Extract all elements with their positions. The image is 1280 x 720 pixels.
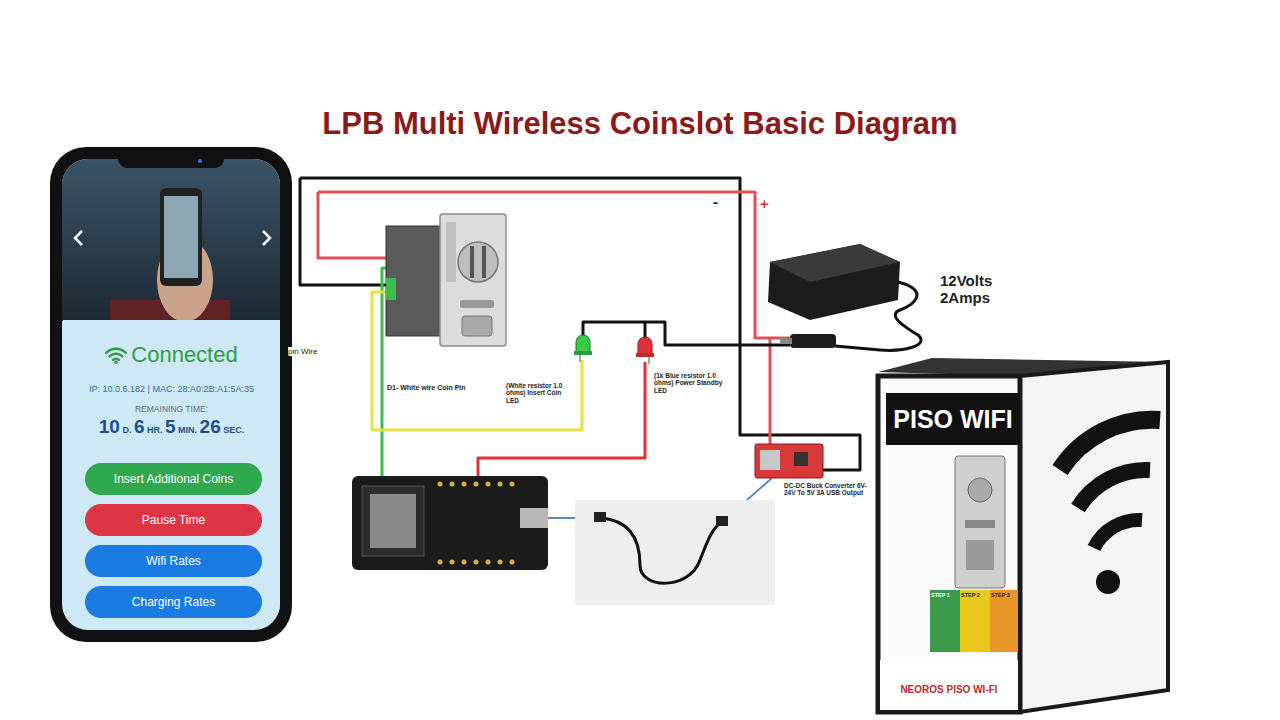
coin-acceptor	[386, 214, 506, 346]
remaining-time: 10 D. 6 HR. 5 MIN. 26 SEC.	[99, 416, 244, 438]
text-row: 10 D. 6 HR. 5 MIN. 26 SEC.	[63, 416, 280, 438]
button-text: Charging Rates	[132, 595, 215, 609]
text-row: Connected	[63, 342, 280, 368]
action-button: Wifi Rates	[85, 545, 262, 577]
polarity-sign: +	[760, 195, 774, 212]
brand-band: PISO WIFI	[886, 393, 1020, 445]
phone-frame	[50, 147, 292, 642]
step-label: STEP 3	[991, 592, 1018, 598]
phone-screen	[62, 159, 280, 630]
wire-note: pin Wire	[288, 347, 332, 356]
power-adapter	[768, 244, 921, 350]
led-note: (White resistor 1.0 ohms) Insert Coin LE…	[506, 382, 574, 404]
wires	[300, 178, 860, 522]
action-button: Pause Time	[85, 504, 262, 536]
led-note: (1k Blue resistor 1.0 ohms) Power Standb…	[654, 372, 724, 394]
brand-text: PISO WIFI	[893, 405, 1012, 434]
polarity-sign: -	[713, 193, 727, 210]
chevron-right	[263, 231, 270, 245]
step-label: STEP 2	[961, 592, 990, 598]
photo-phone	[160, 188, 202, 286]
nodemcu-board	[352, 476, 548, 570]
button-text: Pause Time	[142, 513, 205, 527]
status-panel: ConnectedIP: 10.0.6.182 | MAC: 28:A0:2B:…	[63, 320, 280, 628]
ip-mac-text: IP: 10.0.6.182 | MAC: 28:A0:2B:A1:5A:35	[89, 384, 254, 394]
status-text: Connected	[131, 342, 237, 368]
action-button: Charging Rates	[85, 586, 262, 618]
diagram-title: LPB Multi Wireless Coinslot Basic Diagra…	[0, 106, 1280, 142]
brand-footer: NEOROS PISO WI-FI	[884, 684, 1014, 696]
button-text: Insert Additional Coins	[114, 472, 233, 486]
red-led	[636, 337, 654, 364]
converter-note: DC-DC Buck Converter 6V-24V To 5V 3A USB…	[784, 482, 876, 497]
step-label: STEP 1	[931, 592, 960, 598]
text-row: REMAINING TIME:	[63, 404, 280, 414]
piso-wifi-box	[878, 358, 1168, 712]
power-rating: 12Volts 2Amps	[940, 272, 1018, 307]
chevron-left	[75, 231, 82, 245]
button-text: Wifi Rates	[146, 554, 201, 568]
text-row: IP: 10.0.6.182 | MAC: 28:A0:2B:A1:5A:35	[63, 384, 280, 394]
green-led	[574, 335, 592, 362]
buck-converter	[755, 444, 823, 478]
screen-photo	[62, 159, 280, 321]
phone-notch	[118, 150, 224, 168]
usb-cable	[575, 500, 775, 605]
pin-note: D1- White wire Coin Pin	[387, 384, 475, 392]
action-button: Insert Additional Coins	[85, 463, 262, 495]
remaining-label: REMAINING TIME:	[135, 404, 208, 414]
wifi-icon	[105, 346, 127, 364]
